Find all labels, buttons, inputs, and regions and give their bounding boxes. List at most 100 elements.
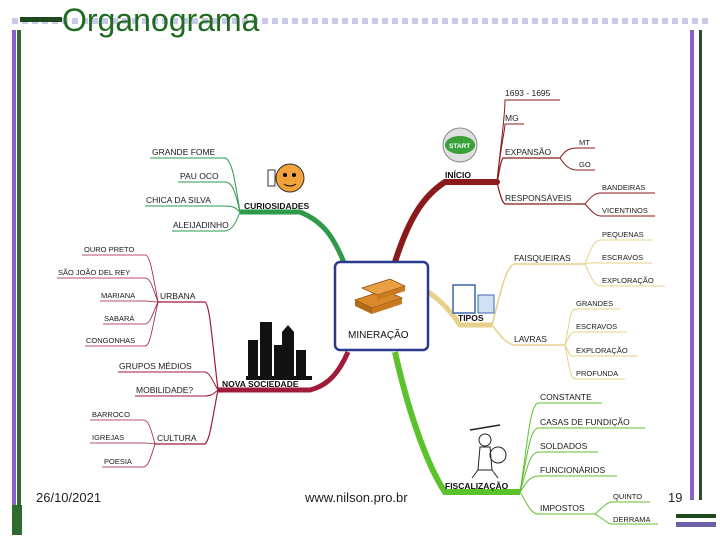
label-sabara: SABARÁ [104, 314, 134, 323]
branch-fiscalizacao [392, 351, 520, 495]
connector-line [150, 157, 241, 213]
branch-curiosidades [240, 209, 348, 266]
connector-line [491, 324, 565, 346]
corner-decoration-purple [676, 522, 716, 527]
label-mariana: MARIANA [101, 291, 135, 300]
connector-line [584, 192, 655, 205]
connector-line [496, 123, 524, 183]
label-mobilidade: MOBILIDADE? [136, 385, 193, 395]
connector-line [496, 157, 560, 183]
label-profunda: PROFUNDA [576, 369, 618, 378]
connector-line [559, 157, 595, 171]
label-sao-joao: SÃO JOÃO DEL REY [58, 268, 130, 277]
label-mg: MG [505, 113, 519, 123]
left-border-purple [12, 30, 16, 510]
label-derrama: DERRAMA [613, 515, 651, 524]
label-escravos-lavras: ESCRAVOS [576, 322, 617, 331]
curiosity-character-icon [267, 163, 305, 193]
connector-line [564, 331, 627, 346]
connector-line [564, 308, 620, 346]
label-impostos: IMPOSTOS [540, 503, 585, 513]
label-ouro-preto: OURO PRETO [84, 245, 134, 254]
label-vicentinos: VICENTINOS [602, 206, 648, 215]
label-inicio: INÍCIO [445, 170, 471, 180]
label-funcionarios: FUNCIONÁRIOS [540, 465, 606, 475]
left-border-green [17, 30, 21, 510]
label-constante: CONSTANTE [540, 392, 592, 402]
label-grande-fome: GRANDE FOME [152, 147, 216, 157]
connector-line [90, 442, 156, 445]
label-nova-sociedade: NOVA SOCIEDADE [222, 379, 299, 389]
label-tipos: TIPOS [458, 313, 484, 323]
label-grandes: GRANDES [576, 299, 613, 308]
branch-nova-sociedade [218, 350, 351, 393]
connector-line [90, 419, 156, 445]
connector-line [145, 205, 241, 213]
connector-line [452, 284, 476, 314]
label-fiscalizacao: FISCALIZAÇÃO [445, 481, 509, 491]
connector-line [103, 301, 159, 325]
label-barroco: BARROCO [92, 410, 130, 419]
connector-line [82, 254, 159, 303]
gold-bars-icon [353, 278, 407, 314]
connector-line [100, 300, 159, 303]
connector-line [584, 263, 665, 287]
label-responsaveis: RESPONSÁVEIS [505, 193, 572, 203]
connector-line [519, 491, 595, 515]
label-soldados: SOLDADOS [540, 441, 588, 451]
footer-site[interactable]: www.nilson.pro.br [305, 490, 408, 505]
label-quinto: QUINTO [613, 492, 642, 501]
corner-decoration-green [12, 505, 22, 535]
connector-line [477, 446, 493, 471]
label-aleijadinho: ALEIJADINHO [173, 220, 229, 230]
label-pequenas: PEQUENAS [602, 230, 644, 239]
document-icon [452, 284, 495, 314]
connector-line [519, 427, 645, 493]
start-badge-text: START [449, 143, 470, 150]
label-go: GO [579, 160, 591, 169]
label-casas-fundicao: CASAS DE FUNDIÇÃO [540, 417, 630, 427]
label-cultura: CULTURA [157, 433, 197, 443]
connector-line [85, 301, 159, 347]
label-exploracao-lavras: EXPLORAÇÃO [576, 346, 628, 355]
connector-line [564, 344, 625, 380]
connector-line [283, 183, 297, 187]
connector-line [584, 203, 655, 217]
connector-line [57, 277, 159, 303]
connector-line [519, 475, 617, 493]
right-border-dark [699, 30, 702, 500]
label-pau-oco: PAU OCO [180, 171, 219, 181]
label-urbana: URBANA [160, 291, 196, 301]
connector-line [246, 376, 312, 380]
label-grupos-medios: GRUPOS MÉDIOS [119, 361, 192, 371]
title-underline-decoration [12, 18, 712, 24]
label-escravos: ESCRAVOS [602, 253, 643, 262]
center-label: MINERAÇÃO [348, 328, 409, 341]
connector-line [155, 389, 219, 445]
connector-line [559, 147, 595, 159]
label-exploracao: EXPLORAÇÃO [602, 276, 654, 285]
connector-line [594, 501, 650, 515]
label-mt: MT [579, 138, 590, 147]
connector-line [274, 345, 282, 378]
connector-line [594, 513, 658, 525]
connector-line [519, 402, 602, 493]
branch-inicio [392, 179, 500, 265]
connector-line [260, 322, 272, 378]
label-expansao: EXPANSÃO [505, 147, 552, 157]
connector-line [102, 443, 156, 468]
label-igrejas: IGREJAS [92, 433, 124, 442]
connector-line [158, 301, 219, 391]
connector-line [135, 389, 219, 397]
start-icon: START [442, 127, 478, 163]
label-faisqueiras: FAISQUEIRAS [514, 253, 571, 263]
connector-line [584, 239, 652, 265]
connector-line [564, 344, 638, 357]
city-skyline-icon [246, 322, 312, 380]
footer-page-number: 19 [668, 490, 683, 505]
connector-line [584, 262, 652, 265]
connector-line [477, 294, 495, 314]
label-lavras: LAVRAS [514, 334, 547, 344]
connector-line [248, 340, 258, 378]
